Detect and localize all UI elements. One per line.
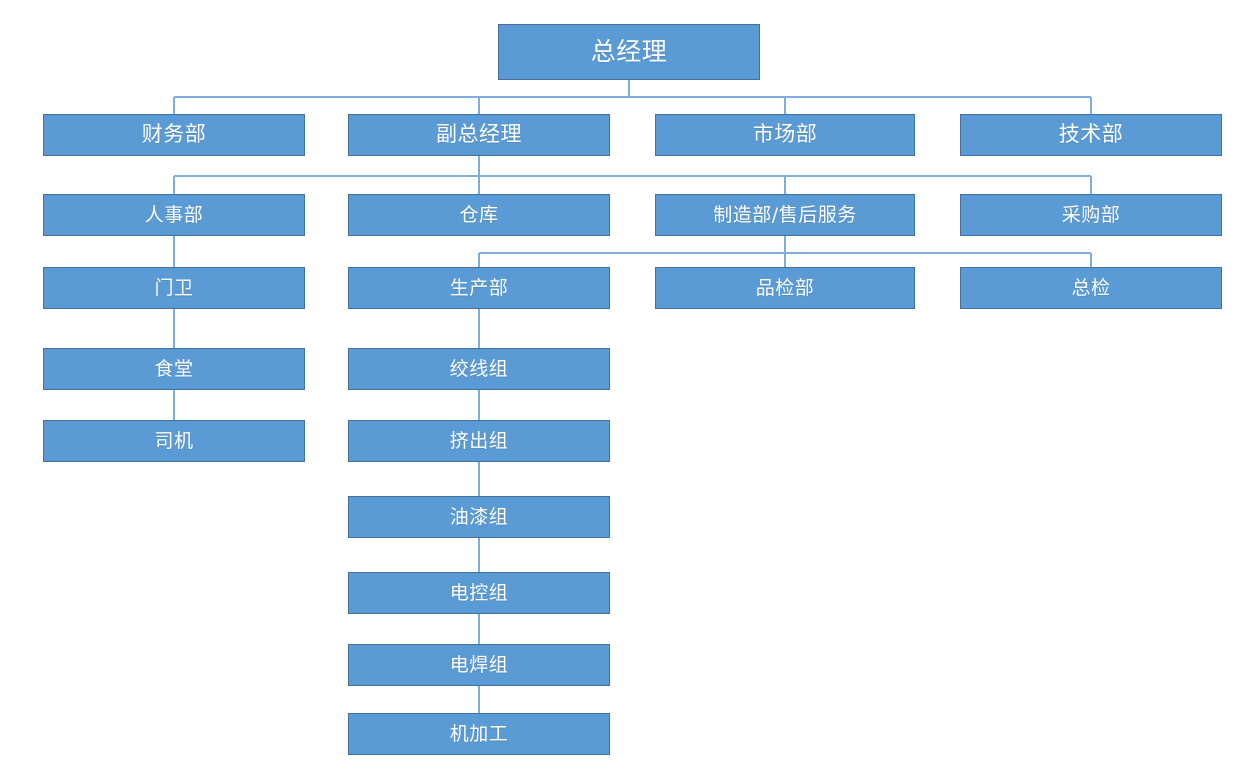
org-node-label: 总检 (1071, 276, 1111, 299)
org-node-label: 电焊组 (449, 653, 509, 676)
org-node-n19[interactable]: 电焊组 (348, 644, 610, 686)
org-node-label: 市场部 (752, 122, 818, 147)
org-node-label: 门卫 (154, 276, 194, 299)
org-node-n6[interactable]: 仓库 (348, 194, 610, 236)
org-node-n0[interactable]: 总经理 (498, 24, 760, 80)
org-node-label: 总经理 (590, 37, 668, 67)
org-node-label: 人事部 (144, 203, 204, 226)
org-node-n13[interactable]: 食堂 (43, 348, 305, 390)
org-node-n10[interactable]: 生产部 (348, 267, 610, 309)
org-node-n4[interactable]: 技术部 (960, 114, 1222, 156)
org-node-label: 仓库 (459, 203, 499, 226)
org-node-n11[interactable]: 品检部 (655, 267, 915, 309)
org-node-n14[interactable]: 绞线组 (348, 348, 610, 390)
org-node-label: 机加工 (449, 722, 509, 745)
org-node-label: 食堂 (154, 357, 194, 380)
org-node-label: 生产部 (449, 276, 509, 299)
org-node-n8[interactable]: 采购部 (960, 194, 1222, 236)
org-node-label: 电控组 (449, 581, 509, 604)
org-node-label: 挤出组 (449, 429, 509, 452)
org-node-n15[interactable]: 司机 (43, 420, 305, 462)
org-node-n9[interactable]: 门卫 (43, 267, 305, 309)
org-node-label: 技术部 (1058, 122, 1124, 147)
org-node-label: 副总经理 (436, 122, 522, 147)
org-node-label: 司机 (154, 429, 194, 452)
org-node-label: 绞线组 (449, 357, 509, 380)
org-node-n5[interactable]: 人事部 (43, 194, 305, 236)
org-node-n3[interactable]: 市场部 (655, 114, 915, 156)
org-node-label: 油漆组 (449, 505, 509, 528)
org-node-label: 品检部 (755, 276, 815, 299)
org-node-n20[interactable]: 机加工 (348, 713, 610, 755)
org-node-label: 制造部/售后服务 (713, 203, 857, 226)
org-node-n2[interactable]: 副总经理 (348, 114, 610, 156)
org-node-n17[interactable]: 油漆组 (348, 496, 610, 538)
org-node-n12[interactable]: 总检 (960, 267, 1222, 309)
org-node-label: 财务部 (141, 122, 207, 147)
org-node-label: 采购部 (1061, 203, 1121, 226)
org-node-n18[interactable]: 电控组 (348, 572, 610, 614)
org-node-n1[interactable]: 财务部 (43, 114, 305, 156)
org-node-n16[interactable]: 挤出组 (348, 420, 610, 462)
org-node-n7[interactable]: 制造部/售后服务 (655, 194, 915, 236)
